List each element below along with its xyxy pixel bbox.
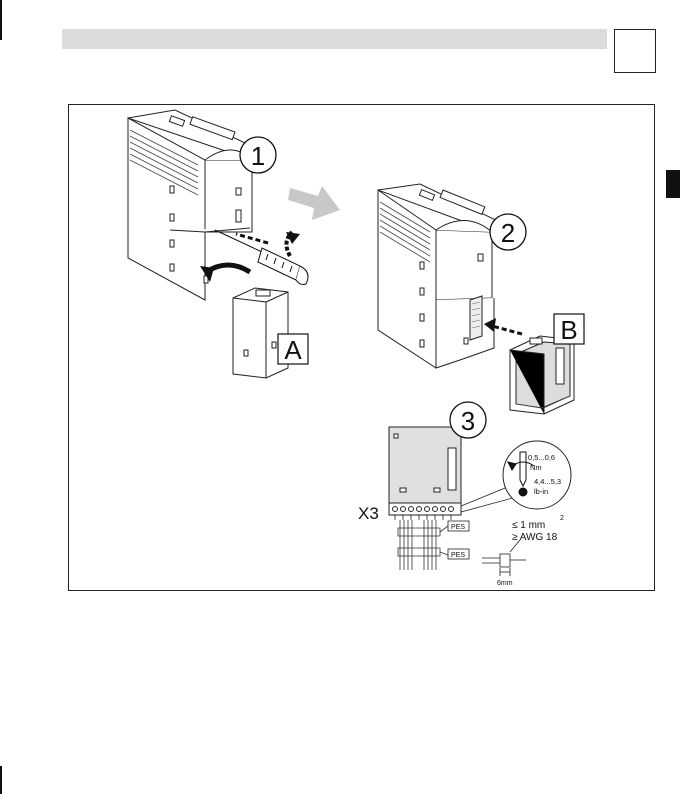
connector-name: X3 (358, 504, 379, 523)
signal-cables (398, 520, 448, 570)
torque-nm-unit: Nm (530, 463, 542, 472)
step-3-badge: 3 (450, 402, 486, 438)
terminal-zoom-circle (503, 441, 571, 509)
step-transition-arrow-icon (288, 186, 340, 220)
torque-lbin-range: 4,4...5,3 (534, 477, 561, 486)
wire-strip-length: 6mm (497, 580, 513, 587)
pes-label-bottom: PES (451, 552, 465, 559)
step-2-number: 2 (501, 218, 515, 248)
step-3-number: 3 (461, 406, 475, 436)
step-1-badge: 1 (240, 137, 276, 173)
torque-nm-range: 0,5...0,6 (528, 453, 555, 462)
insert-arrow-2 (492, 326, 522, 334)
drive-unit-right (378, 184, 500, 368)
step-1-number: 1 (251, 141, 265, 171)
drive-unit-left (128, 110, 260, 300)
wire-spec-awg: ≥ AWG 18 (512, 532, 558, 543)
torque-lbin-unit: lb-in (534, 487, 548, 496)
wire-strip-diagram (482, 540, 526, 576)
module-detail (389, 427, 461, 520)
step-2-badge: 2 (490, 214, 526, 250)
wire-spec-metric-exponent: 2 (560, 515, 564, 522)
pes-label-top: PES (451, 524, 465, 531)
label-b: B (560, 315, 577, 345)
wire-spec-metric: ≤ 1 mm (512, 520, 545, 531)
label-a: A (284, 335, 302, 365)
module-b (510, 336, 574, 414)
